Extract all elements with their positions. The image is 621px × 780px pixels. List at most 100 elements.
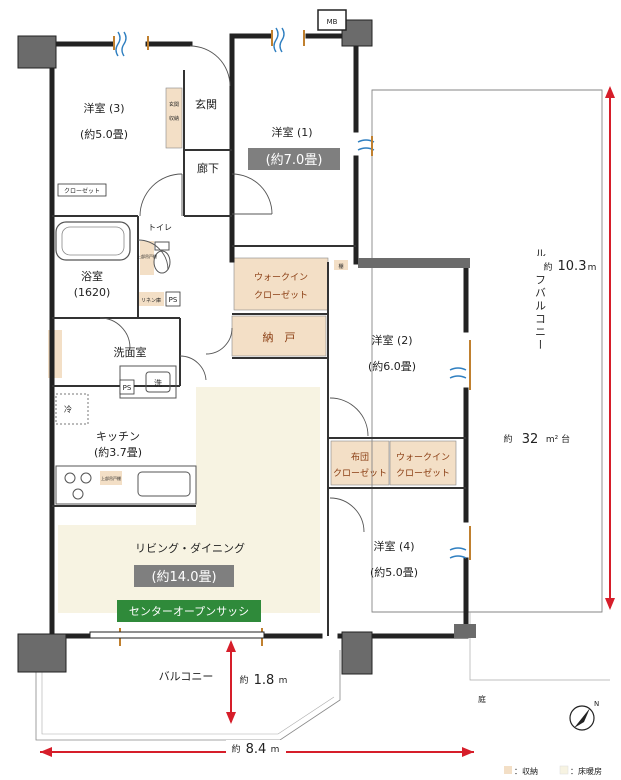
dimension-width: 約 8.4 m: [40, 740, 474, 757]
legend-floorheat-swatch: [559, 765, 569, 775]
room-western3-name: 洋室 (3): [83, 101, 124, 115]
legend-storage-swatch: [504, 766, 512, 774]
balcony-outline: [35, 644, 341, 741]
compass-icon: N: [569, 700, 599, 731]
dim-width-value: 8.4: [246, 742, 267, 757]
fixture-ps1: PS: [169, 296, 178, 304]
storage-linen: リネン庫: [141, 297, 161, 304]
storage-kitchen-shelf: [100, 471, 122, 485]
stove-burner: [80, 472, 92, 484]
room-western2-area: (約6.0畳): [368, 359, 416, 373]
storage-wic4-line2: クローゼット: [396, 467, 450, 479]
roof-balcony-area: [371, 89, 603, 613]
area-badge-western1-text: (約7.0畳): [266, 153, 323, 168]
storage-wic4-line1: ウォークイン: [396, 452, 450, 463]
fixture-mb: MB: [327, 18, 338, 26]
window-markers: [115, 27, 467, 559]
kitchen-sink: [137, 471, 191, 497]
room-entrance: 玄関: [195, 97, 217, 111]
ps-box-2: [119, 379, 135, 395]
dim-balcony-unit: m: [279, 676, 288, 686]
storage-wic1-line2: クローゼット: [254, 289, 308, 301]
bathtub-inner: [61, 226, 125, 256]
mb-box: [317, 9, 347, 31]
dim-roof-depth-unit: m: [588, 263, 597, 273]
legend-floorheat-label: ：床暖房: [570, 766, 602, 776]
legend-storage-label: ：収納: [514, 766, 538, 776]
dim-balcony-prefix: 約: [239, 674, 248, 686]
storage-entrance-line1: 玄関: [169, 101, 179, 108]
room-western3-area: (約5.0畳): [80, 127, 128, 141]
storage-wic4: [389, 440, 457, 486]
dimension-roof-area: 約 32 m² 台: [503, 432, 570, 447]
room-kitchen-area: (約3.7畳): [94, 445, 142, 459]
room-corridor: 廊下: [197, 161, 219, 175]
room-bath-size: (1620): [74, 286, 111, 299]
room-toilet: トイレ: [148, 223, 172, 232]
storage-linen: [138, 292, 164, 306]
storage-nando-label: 納 戸: [263, 331, 296, 344]
garden-outline: [469, 612, 610, 681]
sash-badge: [117, 600, 261, 622]
storage-toilet-shelf: 上部吊戸棚: [137, 253, 157, 259]
storage-futon-line1: 布団: [351, 451, 369, 463]
interior-walls: [52, 70, 466, 636]
toilet-tank: [154, 241, 170, 251]
storage-kitchen-shelf: 上部吊戸棚: [101, 475, 121, 481]
column-top-right: [341, 19, 373, 47]
storage-wic1: [233, 257, 329, 311]
room-washroom: 洗面室: [114, 345, 147, 359]
room-western2-name: 洋室 (2): [371, 333, 412, 347]
ps-box-1: [165, 291, 181, 307]
dim-roof-area-prefix: 約: [503, 433, 512, 445]
column-mid-right: [358, 258, 470, 268]
fixture-fridge: 冷: [64, 404, 72, 414]
storage-nando: [231, 315, 327, 357]
room-western4-name: 洋室 (4): [373, 539, 414, 553]
storage-closet3: クローゼット: [64, 187, 100, 195]
room-western4-area: (約5.0畳): [370, 565, 418, 579]
storage-futon: [330, 440, 390, 486]
room-garden: 庭: [478, 694, 486, 704]
stove-burner: [72, 488, 84, 500]
fixture-washer: 洗: [154, 378, 162, 388]
dim-roof-area-value: 32: [522, 432, 539, 447]
room-bath-name: 浴室: [81, 269, 103, 283]
room-western1-name: 洋室 (1): [271, 125, 312, 139]
washstand-sink: [145, 371, 171, 393]
dimension-roof-depth: 約 10.3 m: [536, 86, 615, 610]
stove-burner: [64, 472, 76, 484]
fridge-space: [55, 393, 89, 425]
bathtub: [55, 221, 131, 261]
roof-balcony-rail: [371, 90, 603, 612]
dim-roof-depth-prefix: 約: [543, 261, 552, 273]
fixture-ps2: PS: [123, 384, 132, 392]
closet3-box: [57, 183, 107, 197]
dim-width-unit: m: [271, 745, 280, 755]
room-balcony: バルコニー: [159, 670, 214, 683]
storage-toilet-shelf: [140, 241, 154, 275]
room-kitchen-name: キッチン: [96, 430, 140, 443]
toilet-bowl: [153, 250, 171, 274]
storage-small-shelf: 棚: [338, 263, 343, 270]
dim-roof-area-unit: m² 台: [546, 433, 570, 445]
area-badge-living-text: (約14.0畳): [151, 570, 216, 585]
dim-roof-depth-value: 10.3: [558, 259, 587, 274]
balcony-outline-inner: [41, 650, 335, 735]
column-right-end: [454, 624, 476, 638]
sash-label: センターオープンサッシ: [129, 605, 249, 618]
area-badge-western1: [248, 148, 340, 170]
sash-track: [89, 631, 265, 639]
window-ticks: [113, 30, 471, 646]
column-top-left: [17, 35, 57, 69]
column-bottom-right: [341, 631, 373, 675]
kitchen-counter: [55, 465, 197, 505]
dim-balcony-value: 1.8: [254, 673, 275, 688]
svg-text:N: N: [594, 700, 599, 708]
dimension-balcony-depth: 約 1.8 m: [226, 640, 287, 724]
storage-small-shelf: [334, 260, 348, 270]
room-living-name: リビング・ダイニング: [135, 541, 245, 555]
area-badge-living: [134, 565, 234, 587]
dim-width-prefix: 約: [231, 743, 240, 755]
